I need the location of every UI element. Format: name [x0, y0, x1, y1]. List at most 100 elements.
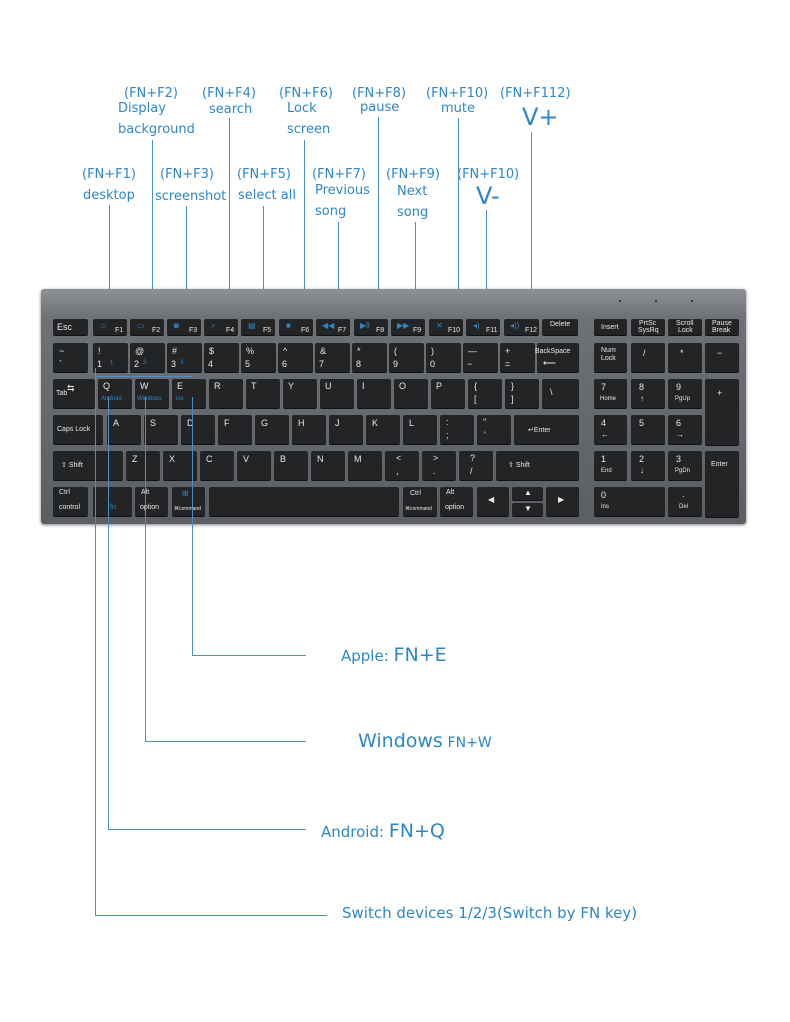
key-shift-right[interactable]: ⇧ Shift	[496, 451, 579, 481]
key-n[interactable]: N	[311, 451, 345, 481]
key-r[interactable]: R	[209, 379, 243, 409]
key-label: Ctrl	[59, 489, 70, 496]
key-7[interactable]: &7	[315, 343, 350, 373]
key-enter[interactable]: ↵Enter	[514, 415, 579, 445]
key-np-slash[interactable]: /	[631, 343, 665, 373]
key-g[interactable]: G	[255, 415, 289, 445]
key-rbracket[interactable]: }]	[505, 379, 539, 409]
key-equals[interactable]: +=	[500, 343, 535, 373]
key-arrow-down[interactable]: ▼	[512, 503, 543, 517]
key-0[interactable]: )0	[426, 343, 461, 373]
key-m[interactable]: M	[348, 451, 382, 481]
key-arrow-left[interactable]: ◀	[477, 487, 509, 517]
key-arrow-up[interactable]: ▲	[512, 487, 543, 501]
key-comma[interactable]: <,	[385, 451, 419, 481]
key-np-dot[interactable]: .Del	[668, 487, 702, 517]
key-np6[interactable]: 6→	[668, 415, 702, 445]
key-f3[interactable]: ◙ F3	[167, 319, 201, 336]
key-delete[interactable]: Delete	[542, 319, 578, 336]
key-p[interactable]: P	[431, 379, 465, 409]
key-esc[interactable]: Esc	[53, 319, 88, 336]
key-f[interactable]: F	[218, 415, 252, 445]
key-np-enter[interactable]: Enter	[705, 451, 739, 518]
key-c[interactable]: C	[200, 451, 234, 481]
key-y[interactable]: Y	[283, 379, 317, 409]
key-windows[interactable]: ⊞⌘command	[172, 487, 205, 517]
key-l[interactable]: L	[403, 415, 437, 445]
key-s[interactable]: S	[144, 415, 178, 445]
key-z[interactable]: Z	[126, 451, 160, 481]
key-slash[interactable]: ?/	[459, 451, 493, 481]
key-f4[interactable]: ⌕ F4	[204, 319, 238, 336]
key-np2[interactable]: 2↓	[631, 451, 665, 481]
key-4[interactable]: $4	[204, 343, 239, 373]
key-semicolon[interactable]: :;	[440, 415, 474, 445]
key-t[interactable]: T	[246, 379, 280, 409]
mute-icon: ✕	[436, 321, 443, 330]
key-minus[interactable]: —−	[463, 343, 498, 373]
key-tilde[interactable]: ~`	[53, 343, 88, 373]
key-ctrl-right[interactable]: Ctrl⌘command	[403, 487, 437, 517]
key-f10[interactable]: ✕ F10	[429, 319, 463, 336]
key-f9[interactable]: ▶▶ F9	[391, 319, 425, 336]
key-b[interactable]: B	[274, 451, 308, 481]
key-backslash[interactable]: \	[542, 379, 579, 409]
key-h[interactable]: H	[292, 415, 326, 445]
key-f1[interactable]: ⌂ F1	[93, 319, 127, 336]
key-fn[interactable]: fn	[93, 487, 132, 517]
key-label: [	[474, 394, 477, 404]
key-np5[interactable]: 5	[631, 415, 665, 445]
key-np-star[interactable]: *	[668, 343, 702, 373]
key-np-minus[interactable]: −	[705, 343, 739, 373]
key-shift-left[interactable]: ⇧ Shift	[53, 451, 123, 481]
key-period[interactable]: >.	[422, 451, 456, 481]
key-f7[interactable]: ◀◀ F7	[316, 319, 350, 336]
key-8[interactable]: *8	[352, 343, 387, 373]
key-v[interactable]: V	[237, 451, 271, 481]
key-d[interactable]: D	[181, 415, 215, 445]
key-insert[interactable]: Insert	[594, 319, 627, 336]
key-9[interactable]: (9	[389, 343, 424, 373]
key-i[interactable]: I	[357, 379, 391, 409]
key-5[interactable]: %5	[241, 343, 276, 373]
key-f6[interactable]: ■ F6	[279, 319, 313, 336]
key-tab[interactable]: Tab⇆	[53, 379, 95, 409]
key-j[interactable]: J	[329, 415, 363, 445]
key-space[interactable]	[209, 487, 399, 517]
key-quote[interactable]: "'	[477, 415, 511, 445]
key-f12[interactable]: ◂)) F12	[504, 319, 539, 336]
key-np-plus[interactable]: +	[705, 379, 739, 446]
key-f8[interactable]: ▶ll F8	[354, 319, 388, 336]
key-6[interactable]: ^6	[278, 343, 313, 373]
key-f5[interactable]: ▤ F5	[241, 319, 275, 336]
key-f2[interactable]: ▭ F2	[130, 319, 164, 336]
key-f11[interactable]: ◂) F11	[466, 319, 500, 336]
key-lbracket[interactable]: {[	[468, 379, 502, 409]
key-u[interactable]: U	[320, 379, 354, 409]
key-arrow-right[interactable]: ▶	[546, 487, 579, 517]
key-a[interactable]: A	[107, 415, 141, 445]
key-np8[interactable]: 8↑	[631, 379, 665, 409]
key-o[interactable]: O	[394, 379, 428, 409]
key-k[interactable]: K	[366, 415, 400, 445]
key-np4[interactable]: 4←	[594, 415, 627, 445]
key-backspace[interactable]: BackSpace⟵	[537, 343, 579, 373]
